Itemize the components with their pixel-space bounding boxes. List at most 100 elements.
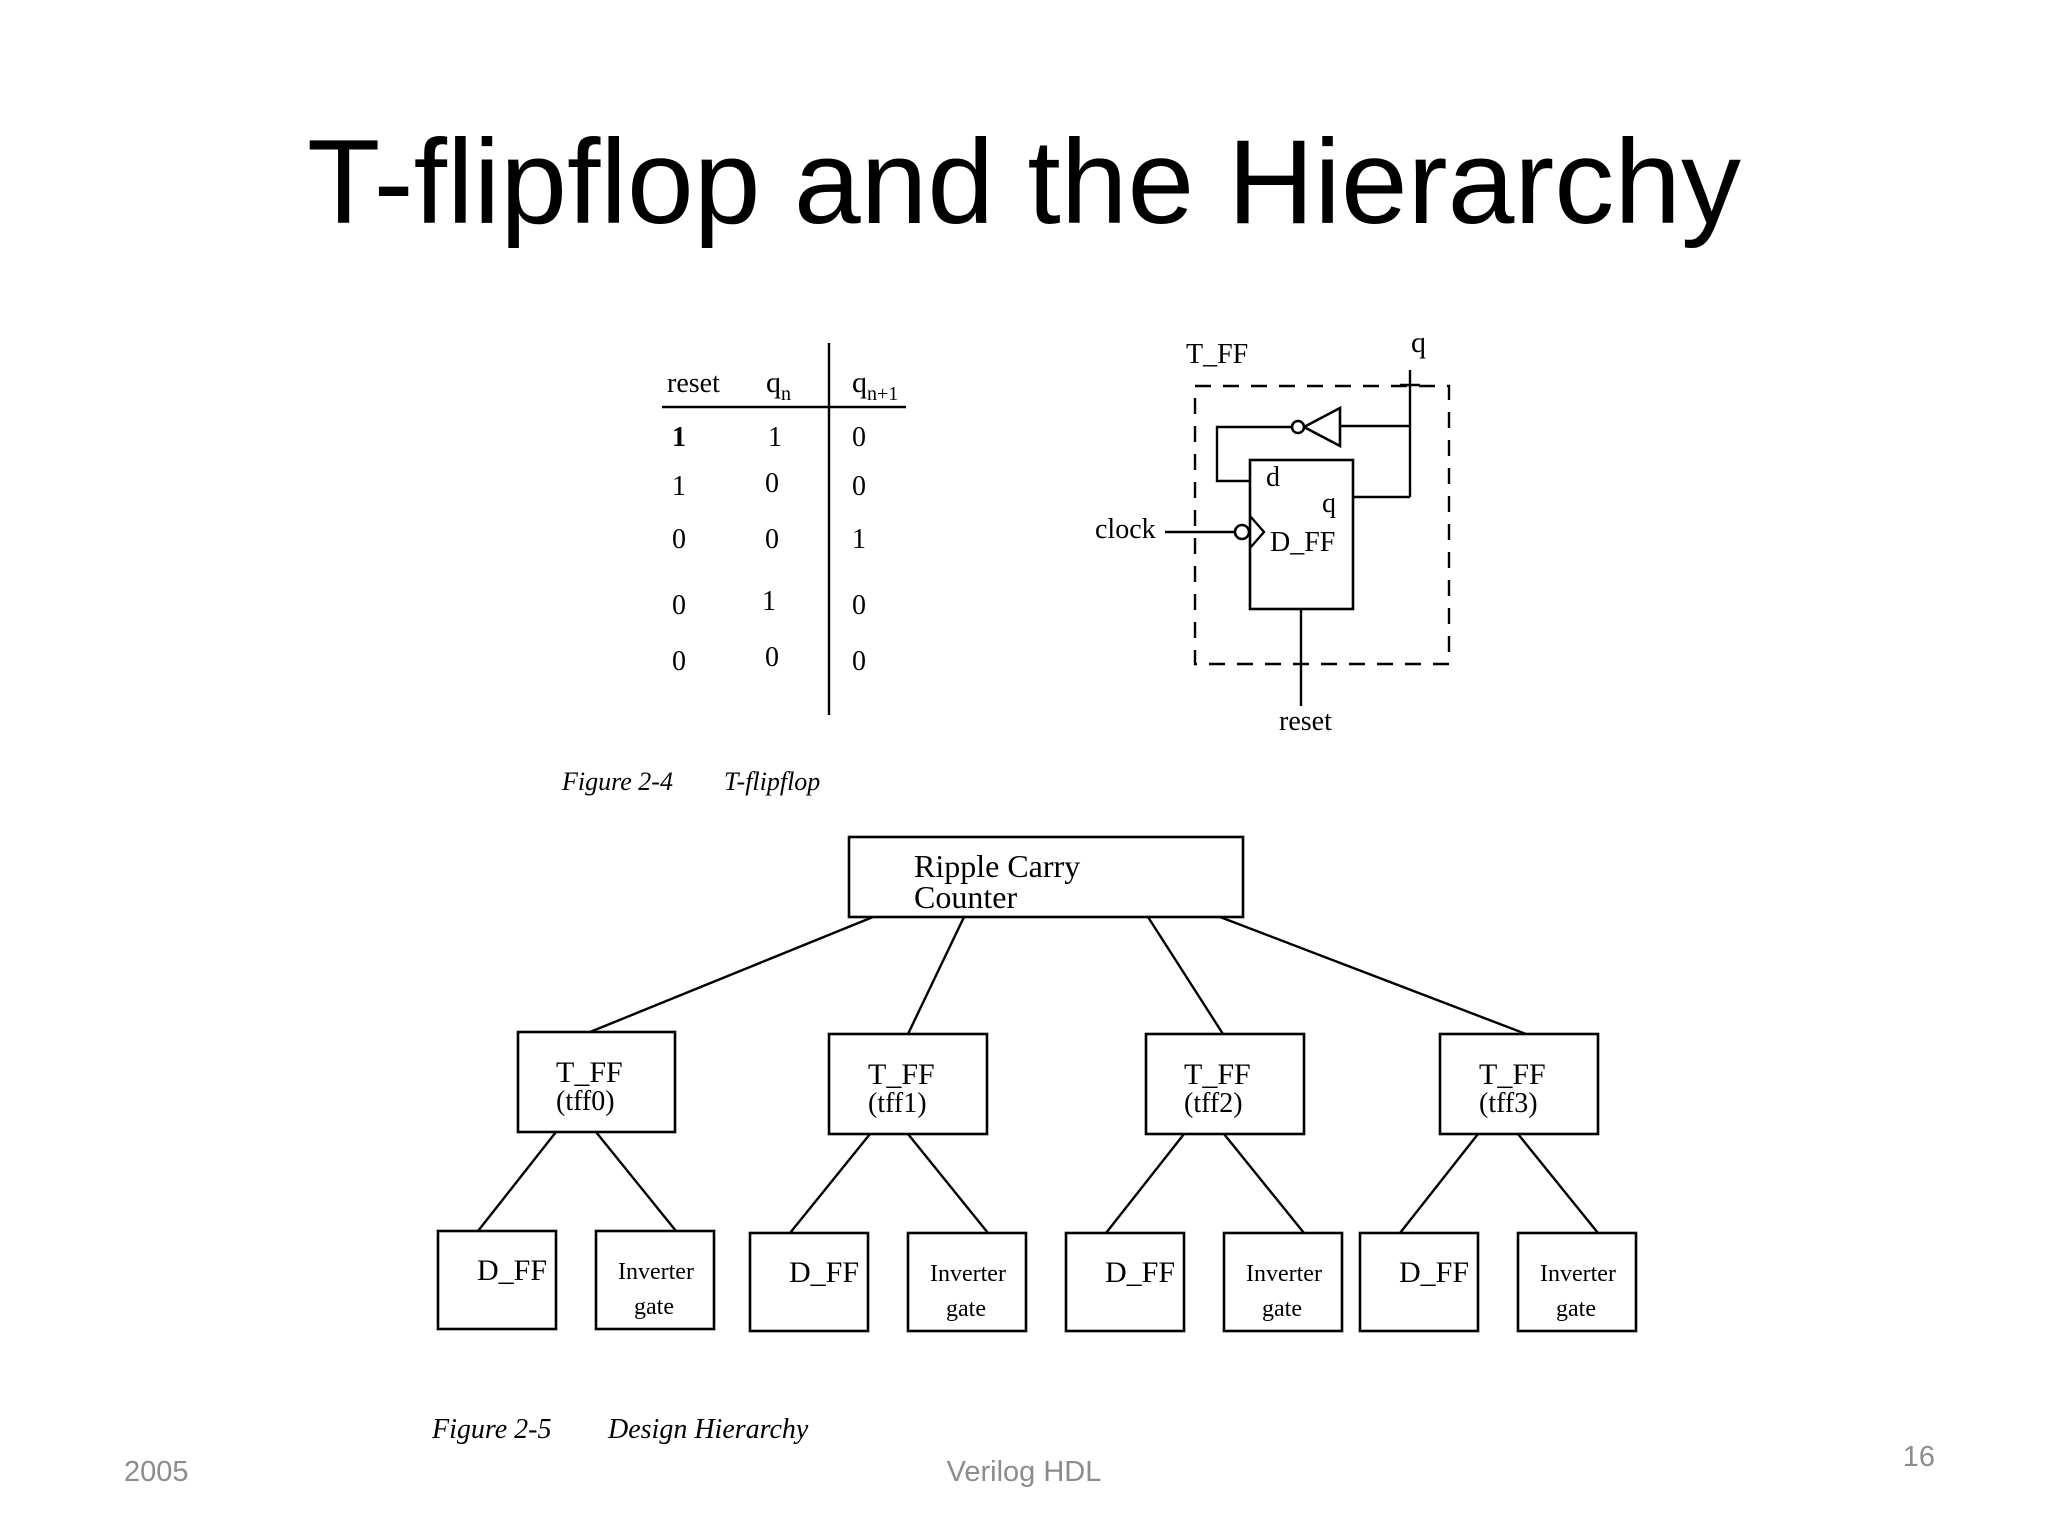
dff-leaf-label: D_FF	[789, 1256, 859, 1289]
inverter-leaf-label-line1: Inverter	[1540, 1261, 1616, 1287]
header-qn: qn	[766, 366, 791, 405]
root-label-line2: Counter	[914, 879, 1017, 915]
dff-leaf: D_FF	[1358, 1231, 1480, 1333]
dff-leaf-label: D_FF	[1105, 1256, 1175, 1289]
cell-qn: 0	[765, 642, 779, 673]
cell-reset: 0	[672, 646, 686, 677]
clock-label: clock	[1095, 514, 1156, 545]
dff-leaf-box	[1064, 1231, 1186, 1333]
dff-leaf: D_FF	[748, 1231, 870, 1333]
inverter-leaf-label-line1: Inverter	[1246, 1261, 1322, 1287]
tff-node: T_FF (tff2)	[1144, 1032, 1306, 1136]
dff-d-pin: d	[1266, 462, 1280, 493]
inverter-leaf-box	[1516, 1231, 1638, 1333]
cell-reset: 0	[672, 524, 686, 555]
table-row: 0 0 0	[672, 642, 866, 677]
footer-subject: Verilog HDL	[946, 1456, 1102, 1488]
connector	[1146, 916, 1225, 1035]
connector	[907, 1133, 989, 1234]
design-hierarchy: Ripple Carry Counter T_FF (tff0) T_FF (t…	[436, 835, 1638, 1333]
cell-qn1: 0	[852, 646, 866, 677]
cell-qn: 1	[768, 422, 782, 453]
tff-node-name: T_FF	[1184, 1058, 1251, 1091]
cell-qn: 0	[765, 524, 779, 555]
inverter-leaf: Inverter gate	[1516, 1231, 1638, 1333]
header-qn1: qn+1	[852, 366, 898, 405]
connector	[1399, 1133, 1479, 1234]
slide-title: T-flipflop and the Hierarchy	[306, 115, 1742, 249]
connector	[477, 1131, 557, 1232]
inverter-leaf-box	[1222, 1231, 1344, 1333]
inverter-leaf-label-line1: Inverter	[618, 1259, 694, 1285]
connector	[1223, 1133, 1305, 1234]
dff-leaf: D_FF	[1064, 1231, 1186, 1333]
dff-leaf-label: D_FF	[477, 1254, 547, 1287]
tff-node-instance: (tff0)	[556, 1086, 615, 1117]
dff-leaf-box	[436, 1229, 558, 1331]
inverter-leaf: Inverter gate	[906, 1231, 1028, 1333]
inverter-leaf-box	[906, 1231, 1028, 1333]
figure-2-4-caption: Figure 2-4 T-flipflop	[561, 767, 820, 796]
caption-number: Figure 2-4	[561, 767, 673, 796]
table-row: 1 1 0	[672, 422, 866, 453]
cell-qn1: 0	[852, 422, 866, 453]
inverter-triangle	[1301, 405, 1342, 449]
connector	[589, 915, 874, 1034]
tff-output-label: q	[1411, 326, 1426, 359]
connector	[1219, 915, 1527, 1036]
tff-block-label: T_FF	[1186, 339, 1248, 370]
caption-number: Figure 2-5	[431, 1414, 552, 1445]
header-reset: reset	[667, 368, 720, 399]
tff-boundary	[1193, 384, 1451, 666]
connector	[1105, 1133, 1185, 1234]
dff-box	[1248, 458, 1355, 611]
inverter-leaf: Inverter gate	[1222, 1231, 1344, 1333]
dff-leaf: D_FF	[436, 1229, 558, 1331]
inverter-leaf: Inverter gate	[594, 1229, 716, 1331]
reset-label: reset	[1279, 706, 1332, 737]
cell-reset: 0	[672, 590, 686, 621]
connector	[789, 1133, 871, 1234]
cell-qn: 0	[765, 468, 779, 499]
tff-node-box	[1144, 1032, 1306, 1136]
tff-node-instance: (tff1)	[868, 1088, 927, 1119]
truth-table: reset qn qn+1 1 1 0 1 0 0 0 0 1 0 1 0 0 …	[662, 343, 906, 715]
inverter-leaf-label-line2: gate	[1262, 1296, 1302, 1322]
inverter-leaf-label-line2: gate	[946, 1296, 986, 1322]
root-label-line1: Ripple Carry	[914, 848, 1080, 884]
clock-bubble	[1233, 523, 1251, 541]
cell-reset: 1	[672, 422, 686, 453]
clock-triangle	[1249, 515, 1266, 549]
inverter-bubble	[1290, 419, 1306, 435]
dff-leaf-box	[748, 1231, 870, 1333]
tff-node-name: T_FF	[1479, 1058, 1546, 1091]
cell-qn: 1	[762, 586, 776, 617]
connector	[595, 1131, 677, 1232]
tff-node-instance: (tff2)	[1184, 1088, 1243, 1119]
figure-2-5-caption: Figure 2-5 Design Hierarchy	[431, 1414, 809, 1445]
dff-q-pin: q	[1322, 488, 1336, 519]
cell-reset: 1	[672, 471, 686, 502]
dff-leaf-label: D_FF	[1399, 1256, 1469, 1289]
caption-text: Design Hierarchy	[607, 1414, 809, 1445]
dff-leaf-box	[1358, 1231, 1480, 1333]
caption-text: T-flipflop	[724, 767, 820, 796]
tff-node-box	[516, 1030, 677, 1134]
inverter-leaf-label-line2: gate	[1556, 1296, 1596, 1322]
cell-qn1: 0	[852, 590, 866, 621]
table-row: 0 1 0	[672, 586, 866, 621]
tff-node-name: T_FF	[556, 1056, 623, 1089]
root-node-box	[847, 835, 1245, 919]
tff-node-box	[827, 1032, 989, 1136]
connector	[1517, 1133, 1599, 1234]
footer-year: 2005	[124, 1456, 189, 1488]
cell-qn1: 0	[852, 471, 866, 502]
table-row: 1 0 0	[672, 468, 866, 502]
tff-node: T_FF (tff3)	[1438, 1032, 1600, 1136]
cell-qn1: 1	[852, 524, 866, 555]
tff-node: T_FF (tff1)	[827, 1032, 989, 1136]
tff-node-instance: (tff3)	[1479, 1088, 1538, 1119]
connector	[906, 916, 966, 1035]
dff-label: D_FF	[1270, 527, 1335, 558]
